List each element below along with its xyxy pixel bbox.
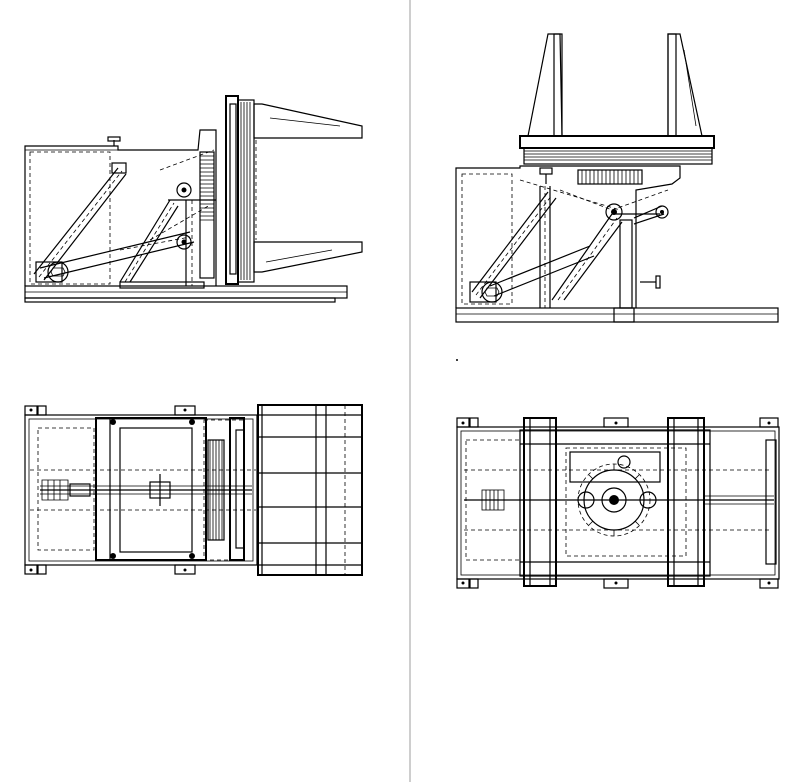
left-side-elevation [24,95,363,303]
gear-stack [199,151,215,279]
right-plan-view [456,417,780,589]
left-plan-view [24,404,363,576]
right-side-elevation [455,33,779,361]
